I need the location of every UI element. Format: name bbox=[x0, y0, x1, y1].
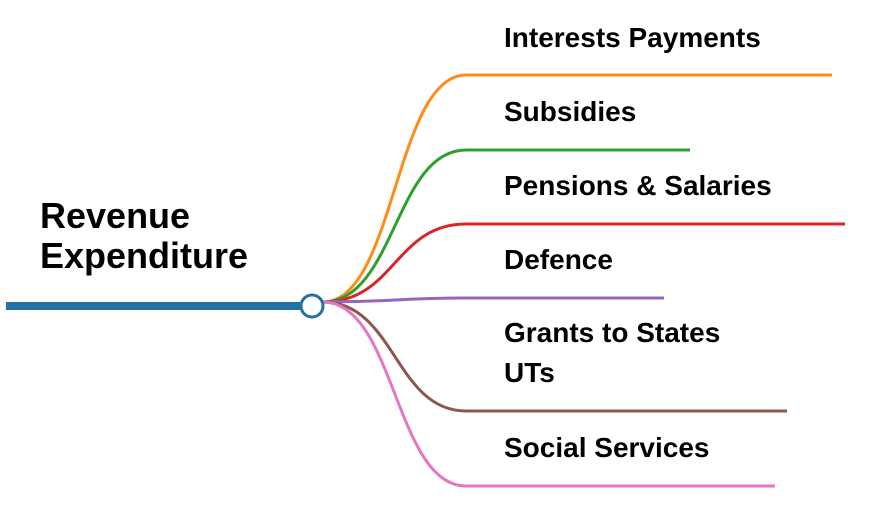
branch-label-1[interactable]: Interests Payments bbox=[504, 18, 761, 58]
branch-label-6[interactable]: Social Services bbox=[504, 428, 709, 468]
branch-line-1 bbox=[322, 73, 832, 304]
branch-line-4 bbox=[322, 296, 664, 304]
branch-label-4-line-1: Defence bbox=[504, 244, 613, 275]
root-label: Revenue Expenditure bbox=[40, 196, 248, 276]
branch-label-2[interactable]: Subsidies bbox=[504, 92, 636, 132]
root-label-line-1: Revenue bbox=[40, 195, 191, 236]
branch-label-2-line-1: Subsidies bbox=[504, 96, 637, 127]
root-label-line-2: Expenditure bbox=[40, 235, 249, 276]
branch-label-1-line-1: Interests Payments bbox=[504, 22, 761, 53]
branch-line-2 bbox=[322, 148, 690, 304]
branch-label-3-line-1: Pensions & Salaries bbox=[504, 170, 772, 201]
root-node-circle[interactable] bbox=[299, 293, 325, 319]
branch-line-6 bbox=[322, 300, 775, 488]
branch-label-6-line-1: Social Services bbox=[504, 432, 710, 463]
branch-label-5-line-2: UTs bbox=[504, 357, 555, 388]
branch-label-3[interactable]: Pensions & Salaries bbox=[504, 166, 772, 206]
branch-line-3 bbox=[322, 222, 845, 304]
branch-line-5 bbox=[322, 300, 787, 413]
branch-label-4[interactable]: Defence bbox=[504, 240, 613, 280]
branch-label-5-line-1: Grants to States bbox=[504, 317, 721, 348]
